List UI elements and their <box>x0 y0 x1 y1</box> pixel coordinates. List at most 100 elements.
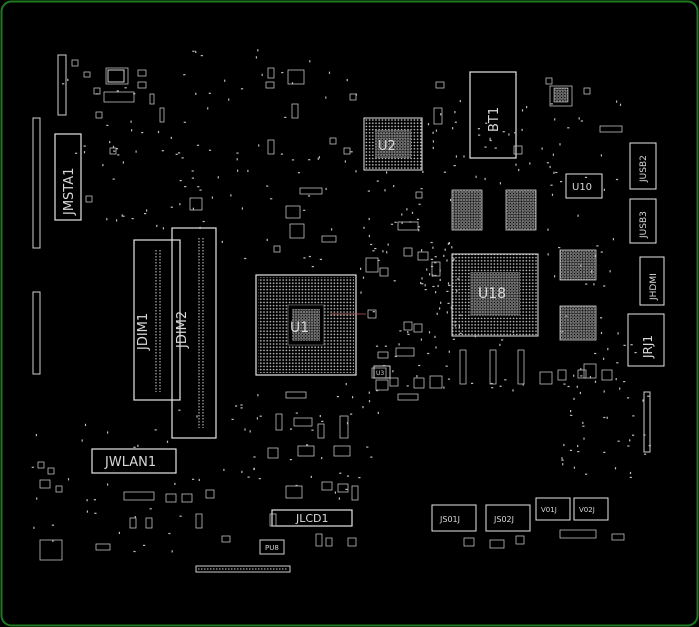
smd-pad <box>427 352 430 355</box>
smd-pad <box>563 383 566 385</box>
bottom-strip-connector <box>195 565 291 573</box>
smd-pad <box>491 387 494 389</box>
smd-pad <box>157 130 160 134</box>
smd-pad <box>502 131 505 133</box>
smd-pad <box>175 153 178 155</box>
smd-pad <box>107 431 109 434</box>
smd-pad <box>253 467 255 470</box>
bottom-right-components <box>463 529 625 549</box>
smd-pad <box>614 467 617 470</box>
smd-pad <box>117 154 120 156</box>
right-edge-strip <box>643 391 651 453</box>
smd-pad <box>444 248 446 251</box>
smd-pad <box>589 376 591 379</box>
smd-pad <box>437 284 439 288</box>
smd-pad <box>375 345 379 347</box>
smd-pad <box>230 194 232 197</box>
smd-pad <box>450 198 452 202</box>
smd-pad <box>386 251 388 254</box>
smd-pad <box>573 397 575 400</box>
bt1-label: BT1 <box>487 107 502 132</box>
smd-pad <box>162 227 164 230</box>
smd-pad <box>195 92 197 95</box>
smd-pad <box>619 387 621 390</box>
smd-pad <box>141 132 144 134</box>
smd-pad <box>447 242 449 245</box>
smd-pad <box>178 409 181 411</box>
smd-pad <box>422 170 424 173</box>
smd-pad <box>208 149 212 151</box>
smd-pad <box>223 468 225 471</box>
smd-pad <box>567 127 570 129</box>
smd-pad <box>360 291 362 294</box>
smd-pad <box>393 280 396 282</box>
smd-pad <box>52 539 54 542</box>
smd-pad <box>427 123 430 126</box>
smd-pad <box>600 331 603 335</box>
smd-pad <box>582 421 584 424</box>
smd-pad <box>512 389 514 392</box>
v02j-connector: V02J <box>573 497 609 521</box>
smd-pad <box>578 117 580 120</box>
smd-pad <box>241 470 243 473</box>
smd-pad <box>295 484 298 487</box>
smd-pad <box>406 208 408 211</box>
smd-pad <box>146 209 148 212</box>
smd-pad <box>407 333 410 335</box>
smd-pad <box>603 416 606 419</box>
smd-pad <box>362 276 365 279</box>
smd-pad <box>133 446 136 448</box>
smd-pad <box>570 410 572 413</box>
smd-pad <box>421 283 424 285</box>
smd-pad <box>508 133 510 136</box>
smd-pad <box>317 157 319 160</box>
smd-pad <box>477 128 480 130</box>
smd-pad <box>247 169 249 172</box>
smd-pad <box>546 162 549 164</box>
smd-pad <box>338 497 340 500</box>
smd-pad <box>617 440 620 442</box>
smd-pad <box>208 92 211 94</box>
jlcd1-connector: JLCD1 <box>271 509 353 527</box>
smd-pad <box>307 195 311 197</box>
smd-pad <box>345 488 348 490</box>
smd-pad <box>634 352 637 354</box>
smd-pad <box>448 350 450 353</box>
smd-pad <box>559 143 561 146</box>
u18-bga-package: U18 <box>451 253 539 337</box>
jusb2-connector: JUSB2 <box>629 142 657 190</box>
smd-pad <box>280 153 283 155</box>
smd-pad <box>344 160 346 163</box>
smd-pad <box>318 156 320 159</box>
smd-pad <box>319 415 321 418</box>
smd-pad <box>580 120 583 122</box>
smd-pad <box>428 331 431 334</box>
smd-pad <box>374 248 377 250</box>
smd-pad <box>179 180 182 182</box>
smd-pad <box>418 229 420 232</box>
smd-pad <box>321 420 324 422</box>
smd-pad <box>392 370 394 373</box>
smd-pad <box>376 180 379 182</box>
smd-pad <box>116 90 119 92</box>
smd-pad <box>451 246 453 249</box>
smd-pad <box>184 186 187 188</box>
smd-pad <box>432 140 434 143</box>
smd-pad <box>399 330 402 332</box>
jdim2-label: JDIM2 <box>175 311 190 349</box>
smd-pad <box>86 499 88 502</box>
smd-pad <box>490 382 493 385</box>
smd-pad <box>619 103 622 106</box>
smd-pad <box>170 136 172 139</box>
smd-pad <box>401 213 403 216</box>
smd-pad <box>576 385 578 388</box>
smd-pad <box>603 357 605 360</box>
smd-pad <box>240 407 243 409</box>
jwlan1-connector: JWLAN1 <box>91 448 177 474</box>
smd-pad <box>418 364 421 367</box>
smd-pad <box>448 284 451 286</box>
smd-pad <box>310 475 312 478</box>
smd-pad <box>418 203 421 205</box>
smd-pad <box>363 226 365 229</box>
smd-pad <box>547 228 549 231</box>
